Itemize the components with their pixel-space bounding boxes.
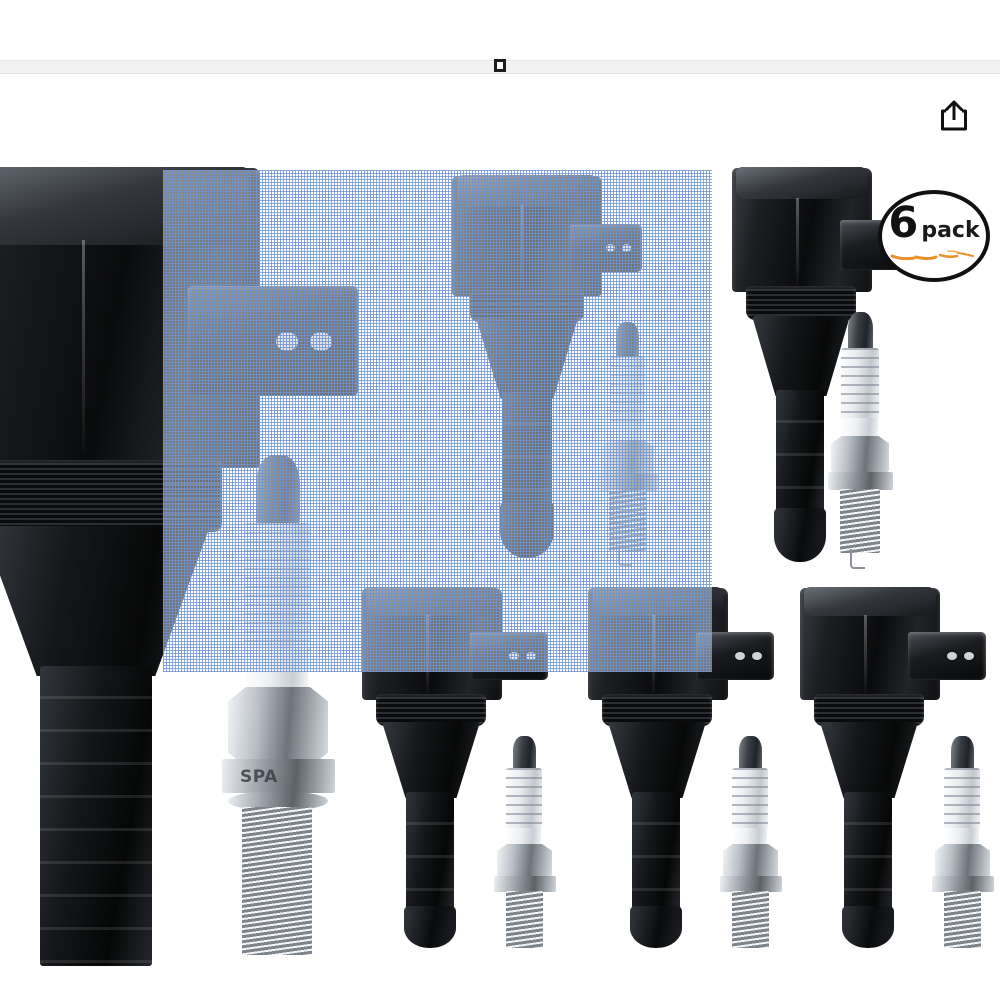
coil-tip: [630, 906, 682, 948]
coil-connector: [570, 224, 642, 272]
connector-pin: [947, 652, 958, 661]
badge-text: 6 pack: [878, 202, 990, 245]
coil-housing: [732, 167, 872, 292]
share-button[interactable]: Share: [930, 92, 978, 140]
plug-bottom-1: [492, 736, 558, 948]
connector-pin: [964, 652, 975, 661]
badge-unit: pack: [921, 218, 980, 243]
coil-stem: [776, 390, 824, 514]
plug-washer-band: [720, 876, 782, 892]
coil-collar: [746, 286, 856, 320]
coil-boot: [382, 722, 480, 798]
plug-threads: [506, 891, 543, 948]
plug-gasket: [228, 791, 328, 811]
coil-boot: [0, 526, 210, 676]
connector-pin: [526, 652, 537, 661]
coil-hero-left: [0, 167, 400, 966]
coil-collar: [814, 694, 924, 726]
plug-hex-nut: [935, 844, 990, 882]
plug-bottom-3: [930, 736, 996, 948]
coil-housing: [800, 587, 940, 700]
connector-pin: [310, 332, 333, 351]
badge-oval: [878, 190, 990, 282]
plug-threads: [944, 891, 981, 948]
plug-insulator: [944, 768, 980, 830]
plug-insulator: [244, 523, 310, 653]
plug-insulator-lower: [246, 649, 308, 693]
coil-collar: [0, 460, 222, 532]
plug-hex-nut: [497, 844, 552, 882]
coil-connector: [188, 286, 358, 396]
coil-stem: [406, 792, 454, 912]
plug-threads: [609, 490, 646, 552]
plug-threads: [242, 807, 312, 955]
plug-hex-nut: [723, 844, 778, 882]
connector-pin: [621, 244, 632, 253]
plug-hero-left: SPA: [218, 455, 338, 955]
coil-boot: [476, 318, 578, 398]
coil-connector: [908, 632, 986, 680]
coil-boot: [608, 722, 706, 798]
coil-stem: [502, 392, 552, 508]
plug-insulator-lower: [507, 828, 541, 848]
coil-collar: [376, 694, 486, 726]
plug-threads: [732, 891, 769, 948]
plug-washer-band: [494, 876, 556, 892]
plug-insulator: [732, 768, 768, 830]
badge-swoosh-icon: [890, 250, 974, 261]
coil-bottom-3: [800, 587, 1000, 948]
six-pack-badge: 6 pack: [878, 190, 990, 282]
coil-top-right: [732, 167, 932, 562]
coil-tip: [404, 906, 456, 948]
coil-stem: [40, 666, 152, 966]
plug-insulator: [610, 356, 645, 424]
plug-top-center: [596, 322, 660, 568]
plug-terminal: [616, 322, 639, 360]
plug-insulator-lower: [733, 828, 767, 848]
plug-insulator: [841, 348, 879, 420]
plug-hex-nut: [228, 687, 328, 767]
plug-hex-nut: [831, 436, 889, 478]
coil-connector: [470, 632, 548, 680]
coil-boot: [820, 722, 918, 798]
plug-terminal: [848, 312, 873, 352]
coil-collar: [602, 694, 712, 726]
plug-threads: [840, 489, 880, 553]
coil-tip: [500, 502, 554, 558]
plug-terminal: [513, 736, 536, 772]
plug-washer-band: [222, 759, 335, 793]
coil-connector: [696, 632, 774, 680]
badge-count: 6: [888, 198, 918, 248]
plug-insulator-lower: [945, 828, 979, 848]
coil-stem: [632, 792, 680, 912]
product-photo-label: ignition-coil-and-spark-plug-set: [0, 0, 1, 1]
share-icon: [941, 100, 967, 131]
plug-terminal: [951, 736, 974, 772]
connector-pin: [752, 652, 763, 661]
plug-terminal: [256, 455, 300, 527]
plug-top-right: [826, 312, 896, 572]
plug-washer-band: [828, 472, 893, 490]
coil-collar: [470, 290, 584, 322]
plug-ground-electrode: [618, 548, 632, 566]
plug-terminal: [739, 736, 762, 772]
plug-insulator: [506, 768, 542, 830]
connector-pin: [735, 652, 746, 661]
plug-washer-band: [598, 474, 658, 491]
plug-insulator-lower: [842, 418, 878, 440]
connector-pin: [606, 244, 616, 253]
connector-pin: [276, 332, 299, 351]
coil-stem: [844, 792, 892, 912]
connector-pin: [509, 652, 520, 661]
coil-tip: [842, 906, 894, 948]
square-marker-icon[interactable]: [494, 59, 506, 72]
coil-tip: [774, 508, 826, 562]
plug-ground-electrode: [850, 549, 865, 569]
plug-washer-band: [932, 876, 994, 892]
plug-bottom-2: [718, 736, 784, 948]
